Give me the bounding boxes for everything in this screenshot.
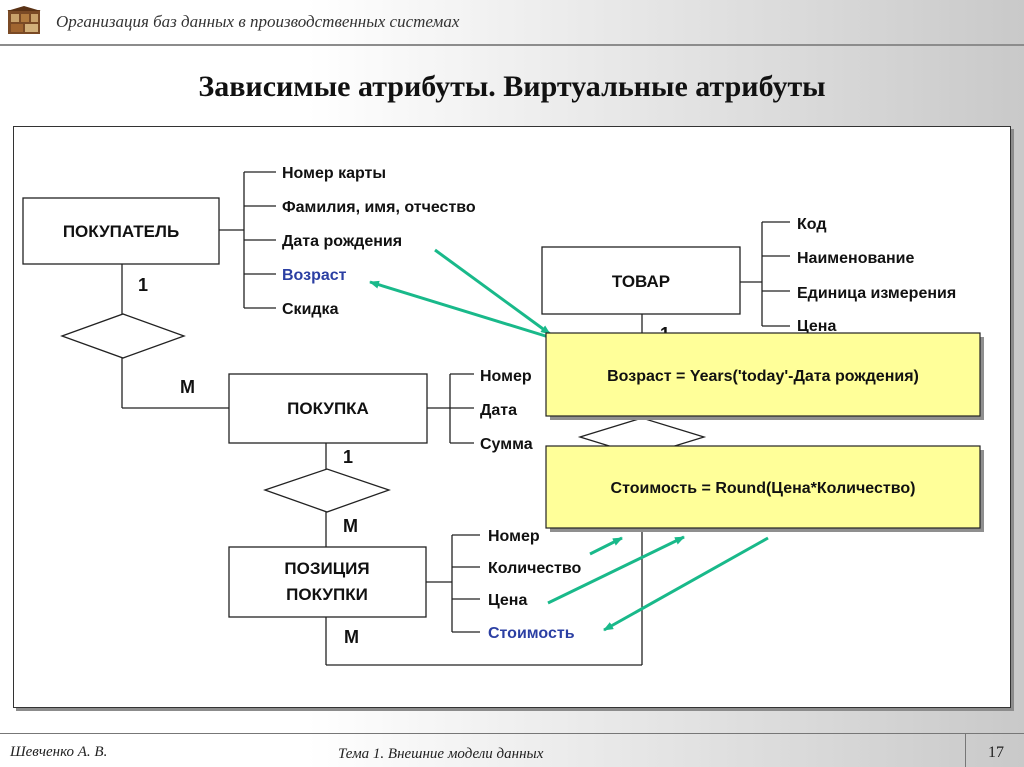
footer-topic: Тема 1. Внешние модели данных [338,746,544,762]
entity-customer [22,197,220,265]
entity-purchase [228,373,428,444]
footer-separator [965,734,966,767]
position-attr-price: Цена [488,592,527,609]
logo-icon [7,6,41,34]
arrow-quantity-to-formula [589,536,623,556]
slide-title: Зависимые атрибуты. Виртуальные атрибуты [198,70,826,103]
position-attr-cost: Стоимость [488,625,575,642]
cardinality-position-bottom: M [344,627,359,647]
footer-divider [0,733,1024,734]
cardinality-position-top: M [343,516,358,536]
customer-attr-card-number: Номер карты [282,165,386,182]
relationship-diamond-purchase-position [263,468,391,513]
product-attr-code: Код [797,216,826,233]
arrow-birthdate-to-formula [434,248,551,336]
header-title: Организация баз данных в производственны… [56,12,460,31]
cardinality-purchase-bottom: 1 [343,447,353,467]
entity-position [228,546,427,618]
cardinality-purchase-top: M [180,377,195,397]
arrow-formula-to-cost [603,536,769,632]
header-divider [0,44,1024,46]
page-number: 17 [988,744,1004,761]
arrow-price-to-formula [547,535,685,605]
product-attr-price: Цена [797,318,836,335]
arrow-formula-to-age [369,280,553,340]
customer-attr-age: Возраст [282,267,347,284]
position-attr-quantity: Количество [488,560,581,577]
purchase-attr-date: Дата [480,402,517,419]
entity-position-label-line1: ПОЗИЦИЯ [284,559,369,578]
purchase-attr-sum: Сумма [480,436,533,453]
customer-attr-discount: Скидка [282,301,339,318]
product-attr-unit: Единица измерения [797,285,956,302]
cardinality-customer: 1 [138,275,148,295]
formula-age-text: Возраст = Years('today'-Дата рождения) [607,368,919,385]
entity-position-label-line2: ПОКУПКИ [286,585,368,604]
formula-cost-text: Стоимость = Round(Цена*Количество) [611,480,916,497]
position-attr-number: Номер [488,528,540,545]
formula-note-cost [545,445,981,529]
formula-note-age [545,332,981,417]
entity-product [541,246,741,315]
entity-product-label: ТОВАР [612,272,670,291]
relationship-diamond-customer-purchase [60,313,186,359]
product-attr-name: Наименование [797,250,914,267]
customer-attr-full-name: Фамилия, имя, отчество [282,199,476,216]
entity-purchase-label: ПОКУПКА [287,399,369,418]
footer-author: Шевченко А. В. [10,744,108,760]
entity-customer-label: ПОКУПАТЕЛЬ [63,222,179,241]
customer-attr-birth-date: Дата рождения [282,233,402,250]
purchase-attr-number: Номер [480,368,532,385]
